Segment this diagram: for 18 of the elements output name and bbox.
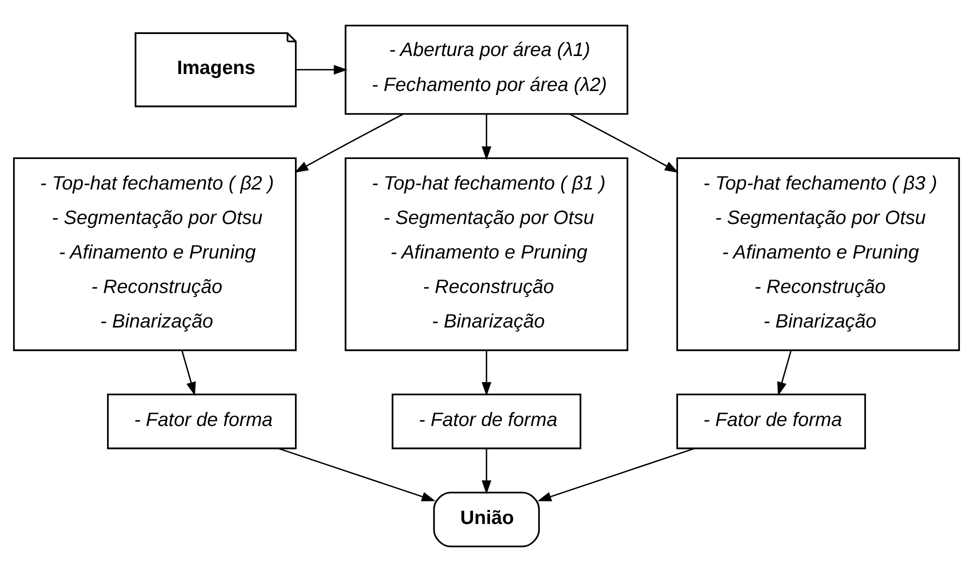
node-box: - Fator de forma	[107, 394, 297, 450]
node-box: - Fator de forma	[392, 394, 582, 450]
node-box: União	[433, 492, 540, 548]
node-box: - Top-hat fechamento ( β3 ) - Segmentação por Otsu - Afinamento e Pruning - Reconstrução - Binarização	[676, 157, 960, 352]
node-box: - Top-hat fechamento ( β2 ) - Segmentação por Otsu - Afinamento e Pruning - Reconstrução - Binarização	[13, 157, 297, 352]
arrow	[294, 114, 404, 173]
arrow	[570, 114, 679, 173]
arrow	[482, 448, 492, 494]
arrow	[278, 448, 436, 502]
arrow	[537, 448, 695, 502]
arrow	[181, 350, 196, 396]
arrow	[296, 64, 348, 75]
node-box: - Top-hat fechamento ( β1 ) - Segmentação por Otsu - Afinamento e Pruning - Reconstrução - Binarização	[344, 157, 628, 352]
arrow	[482, 350, 492, 396]
arrow	[482, 114, 492, 160]
arrow	[777, 350, 792, 396]
node-box: - Abertura por área (λ1) - Fechamento por área (λ2)	[344, 24, 628, 115]
node-box: - Fator de forma	[676, 394, 866, 450]
